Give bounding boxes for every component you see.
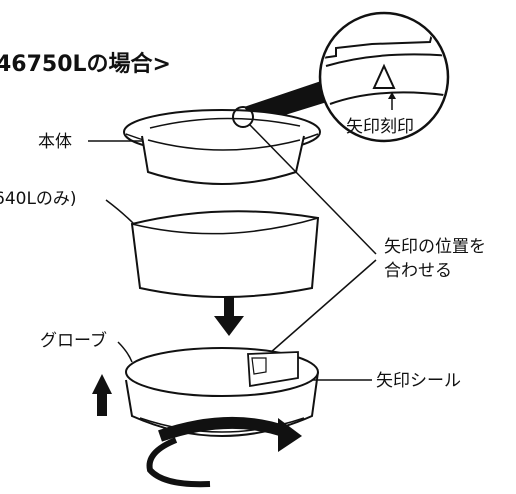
label-align-line1: 矢印の位置を [384, 237, 486, 257]
middle-cover [130, 210, 320, 298]
label-body: 本体 [38, 132, 72, 152]
globe [125, 347, 319, 437]
label-partial-left: 640Lのみ) [0, 189, 77, 209]
align-leader-up [249, 124, 377, 255]
label-arrow-engraving: 矢印刻印 [346, 117, 414, 137]
globe-leader-line [117, 341, 133, 363]
label-arrow-sticker: 矢印シール [376, 371, 461, 391]
header-title: 46750Lの場合> [0, 51, 171, 77]
label-globe: グローブ [40, 330, 107, 351]
main-body [123, 106, 321, 185]
down-arrow-icon [214, 296, 244, 336]
engraved-arrow-icon [372, 63, 396, 89]
rotation-arrow-icon [146, 416, 302, 488]
label-align-line2: 合わせる [384, 261, 452, 281]
cover-leader-line [105, 199, 135, 225]
detail-marker-circle [232, 106, 254, 128]
align-leader-down [261, 259, 377, 361]
up-arrow-icon [92, 374, 112, 416]
